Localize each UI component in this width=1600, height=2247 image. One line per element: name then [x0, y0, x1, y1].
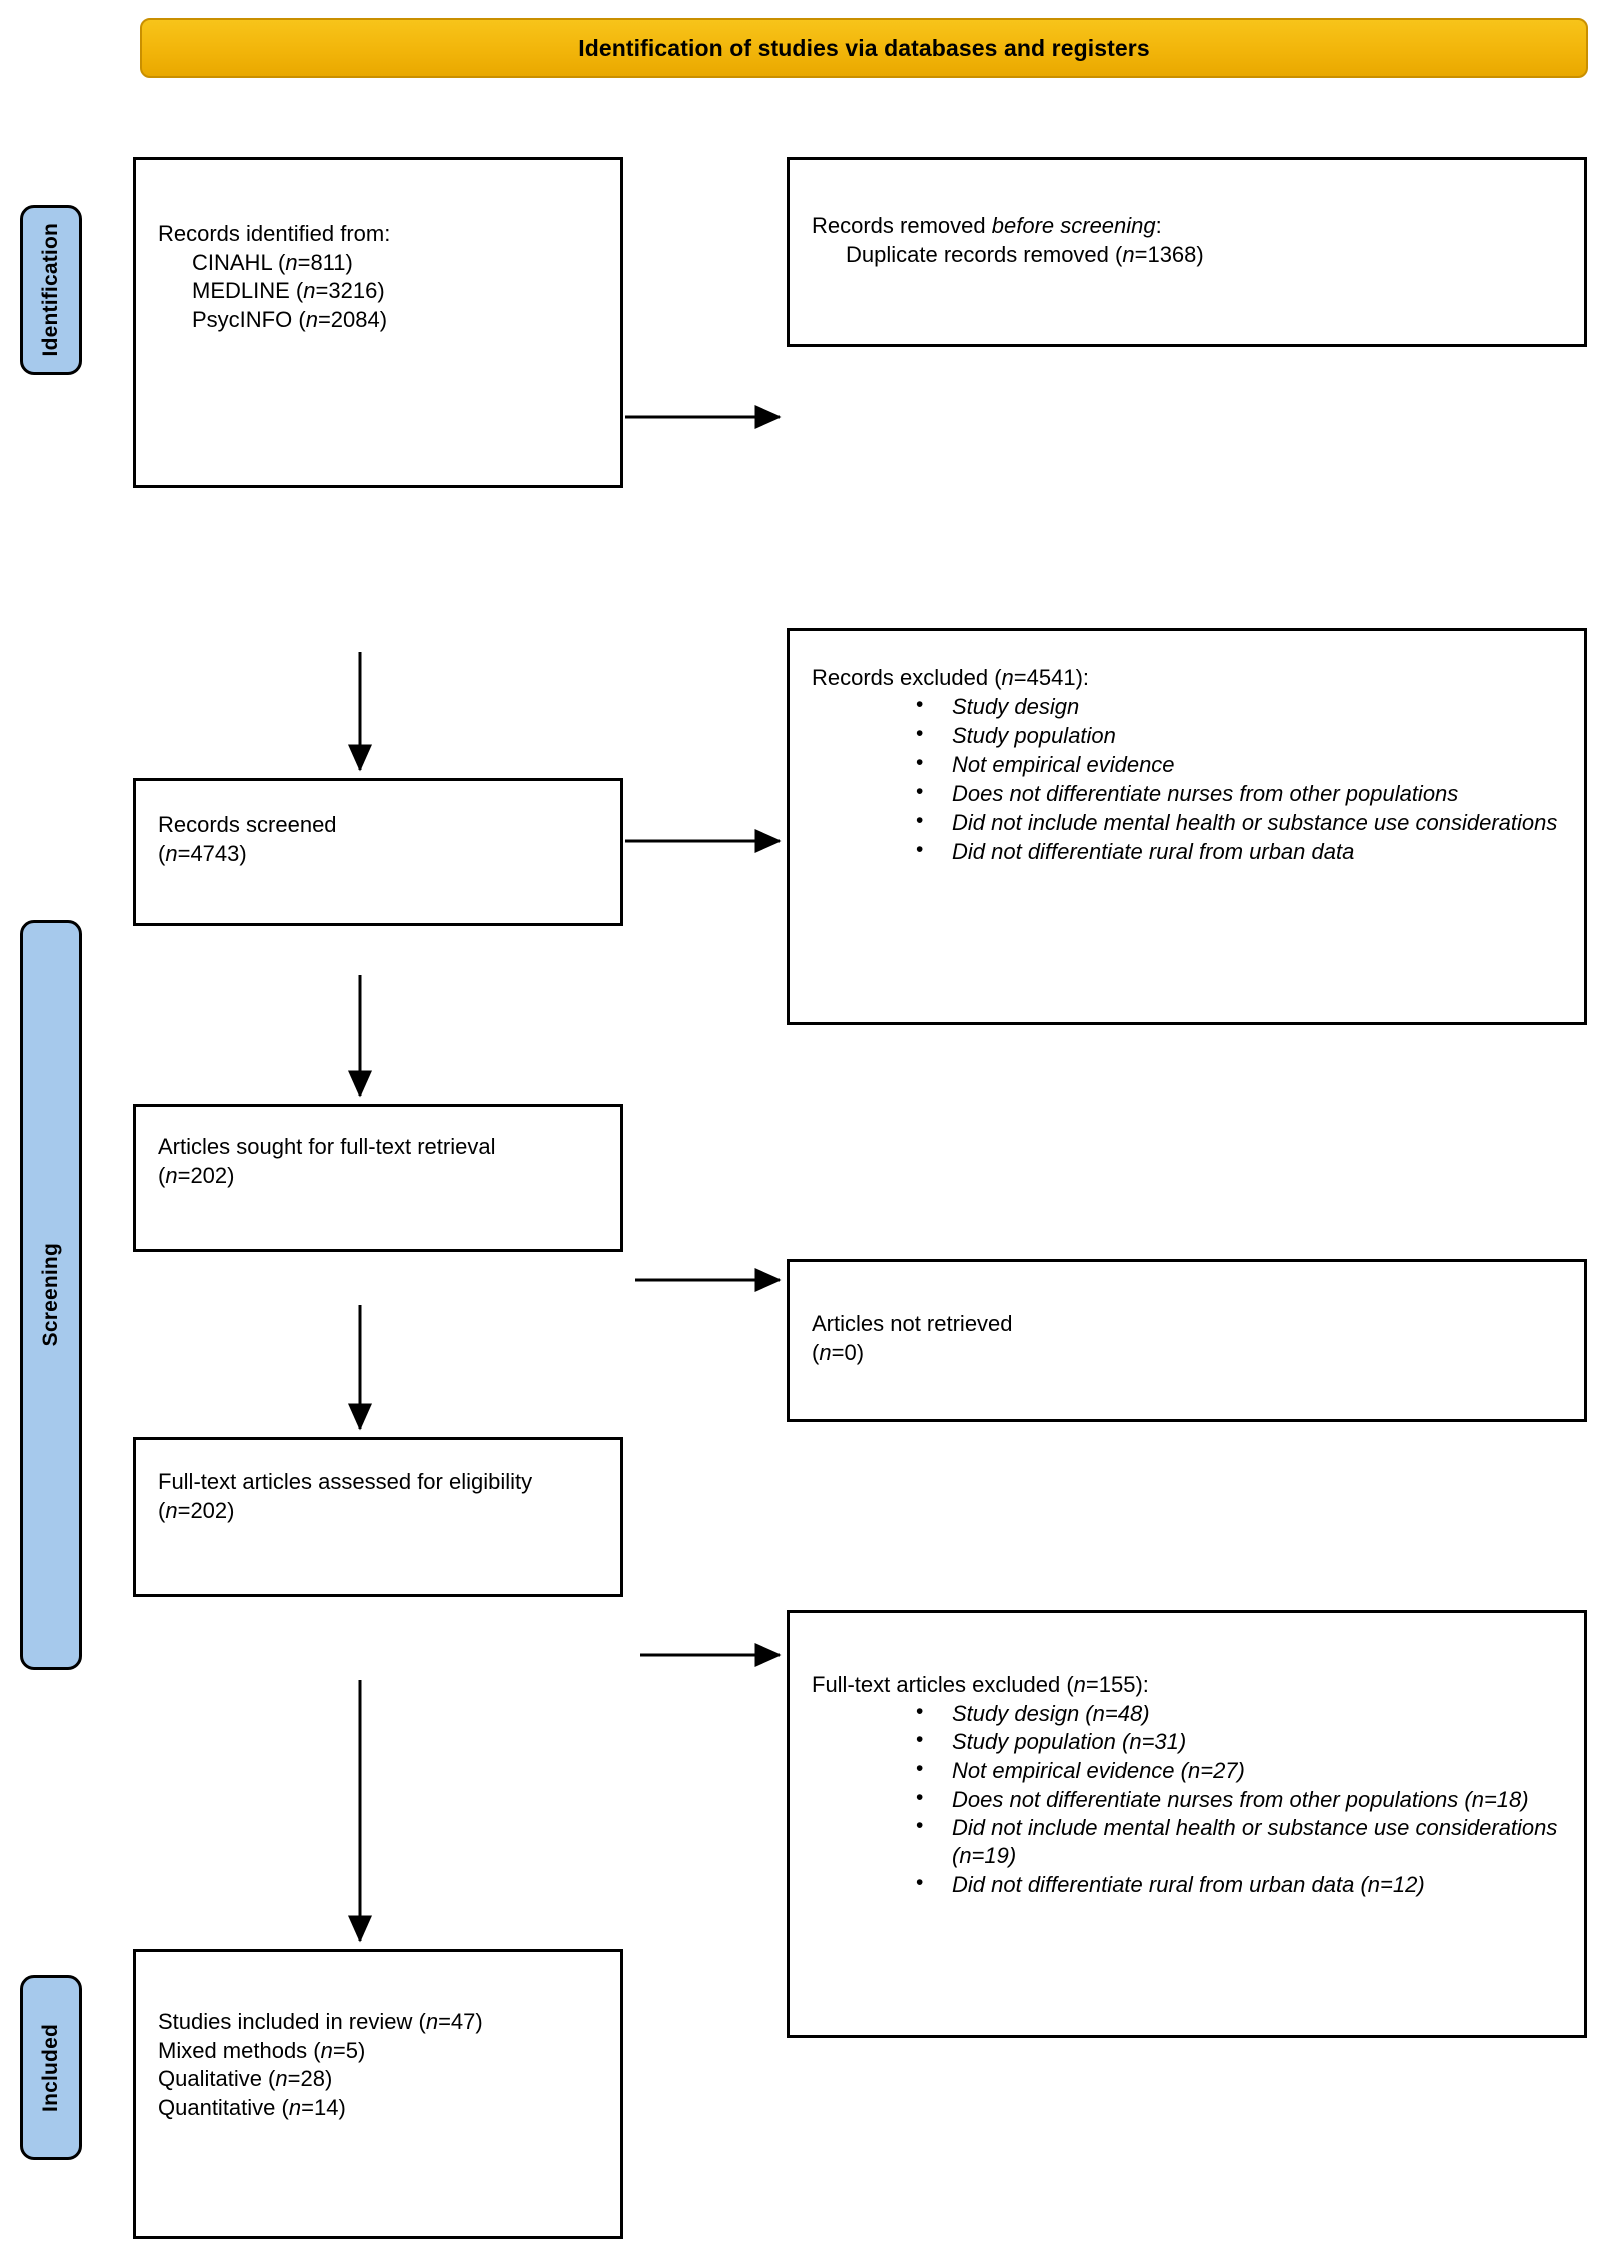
records-identified-source-psycinfo: PsycINFO (n=2084): [192, 306, 388, 332]
records-removed-title: Records removed before screening:: [812, 213, 1162, 238]
articles-sought-count: (n=202): [158, 1162, 235, 1188]
list-item: Did not differentiate rural from urban d…: [916, 837, 1570, 866]
articles-assessed-title: Full-text articles assessed for eligibil…: [158, 1469, 533, 1494]
records-excluded-reason-list: Study design Study population Not empiri…: [812, 692, 1570, 867]
stage-label-screening: Screening: [20, 920, 82, 1670]
stage-label-identification: Identification: [20, 205, 82, 375]
articles-not-retrieved-count: (n=0): [812, 1339, 865, 1365]
studies-included-qualitative: Qualitative (n=28): [158, 2066, 333, 2092]
fulltext-excluded-reason-list: Study design (n=48) Study population (n=…: [812, 1699, 1570, 1899]
list-item: Did not include mental health or substan…: [916, 1813, 1570, 1869]
records-screened-count: (n=4743): [158, 840, 247, 866]
studies-included-mixed-methods: Mixed methods (n=5): [158, 2037, 366, 2063]
stage-label-included: Included: [20, 1975, 82, 2160]
box-records-identified: Records identified from: CINAHL (n=811) …: [133, 157, 623, 488]
page-title: Identification of studies via databases …: [578, 34, 1150, 61]
box-studies-included: Studies included in review (n=47) Mixed …: [133, 1949, 623, 2239]
box-records-screened: Records screened (n=4743): [133, 778, 623, 926]
articles-assessed-count: (n=202): [158, 1497, 235, 1523]
list-item: Study design: [916, 692, 1570, 721]
list-item: Study design (n=48): [916, 1699, 1570, 1728]
fulltext-excluded-title: Full-text articles excluded (n=155):: [812, 1672, 1149, 1697]
records-removed-duplicates: Duplicate records removed (n=1368): [846, 241, 1204, 267]
list-item: Did not differentiate rural from urban d…: [916, 1870, 1570, 1899]
diagram-header-banner: Identification of studies via databases …: [140, 18, 1588, 78]
records-screened-title: Records screened: [158, 812, 337, 837]
records-excluded-title: Records excluded (n=4541):: [812, 665, 1090, 690]
studies-included-quantitative: Quantitative (n=14): [158, 2094, 346, 2120]
box-records-excluded: Records excluded (n=4541): Study design …: [787, 628, 1587, 1025]
list-item: Did not include mental health or substan…: [916, 808, 1570, 837]
box-articles-sought: Articles sought for full-text retrieval …: [133, 1104, 623, 1252]
stage-label-identification-text: Identification: [39, 223, 62, 357]
list-item: Not empirical evidence: [916, 750, 1570, 779]
studies-included-total: Studies included in review (n=47): [158, 2009, 483, 2034]
records-identified-title: Records identified from:: [158, 221, 391, 246]
list-item: Study population: [916, 721, 1570, 750]
records-identified-source-cinahl: CINAHL (n=811): [192, 249, 353, 275]
box-articles-not-retrieved: Articles not retrieved (n=0): [787, 1259, 1587, 1422]
box-fulltext-articles-excluded: Full-text articles excluded (n=155): Stu…: [787, 1610, 1587, 2038]
list-item: Not empirical evidence (n=27): [916, 1756, 1570, 1785]
stage-label-included-text: Included: [39, 2023, 62, 2112]
articles-not-retrieved-title: Articles not retrieved: [812, 1311, 1013, 1336]
box-records-removed: Records removed before screening: Duplic…: [787, 157, 1587, 347]
list-item: Study population (n=31): [916, 1727, 1570, 1756]
list-item: Does not differentiate nurses from other…: [916, 779, 1570, 808]
box-articles-assessed: Full-text articles assessed for eligibil…: [133, 1437, 623, 1597]
list-item: Does not differentiate nurses from other…: [916, 1785, 1570, 1814]
articles-sought-title: Articles sought for full-text retrieval: [158, 1134, 496, 1159]
records-identified-source-medline: MEDLINE (n=3216): [192, 278, 385, 304]
stage-label-screening-text: Screening: [39, 1243, 62, 1347]
